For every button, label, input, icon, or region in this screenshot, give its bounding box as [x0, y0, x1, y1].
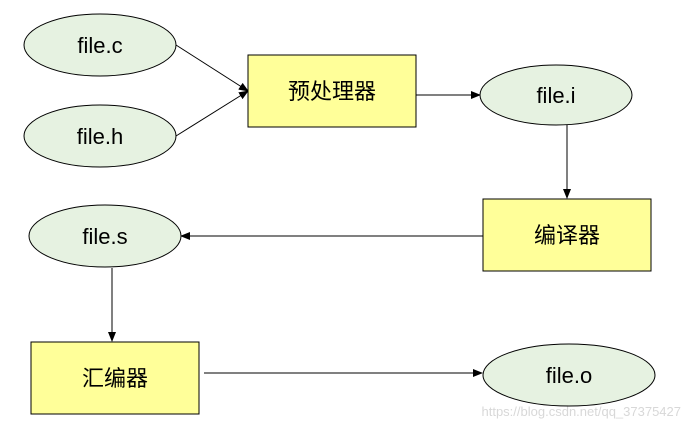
file-o-ellipse [482, 343, 656, 407]
node-file-s: file.s [28, 204, 182, 268]
file-i-ellipse [479, 64, 633, 126]
assembler-box [30, 341, 200, 415]
watermark-text: https://blog.csdn.net/qq_37375427 [482, 404, 682, 419]
compiler-label: 编译器 [534, 224, 600, 249]
file-s-ellipse [28, 204, 182, 268]
node-compiler: 编译器 [482, 198, 652, 272]
edge-file-h-to-preprocessor [175, 90, 249, 137]
file-c-ellipse [23, 13, 177, 77]
file-i-label: file.i [536, 83, 575, 108]
file-h-ellipse [23, 104, 177, 168]
node-preprocessor: 预处理器 [247, 54, 417, 128]
file-o-label: file.o [546, 363, 592, 388]
preprocessor-box [247, 54, 417, 128]
node-file-c: file.c [23, 13, 177, 77]
node-assembler: 汇编器 [30, 341, 200, 415]
file-c-label: file.c [77, 33, 122, 58]
node-file-i: file.i [479, 64, 633, 126]
edge-file-c-to-preprocessor [175, 44, 249, 92]
compiler-box [482, 198, 652, 272]
node-file-h: file.h [23, 104, 177, 168]
node-file-o: file.o [482, 343, 656, 407]
preprocessor-label: 预处理器 [288, 80, 376, 105]
file-h-label: file.h [77, 124, 123, 149]
assembler-label: 汇编器 [82, 367, 148, 392]
file-s-label: file.s [82, 224, 127, 249]
